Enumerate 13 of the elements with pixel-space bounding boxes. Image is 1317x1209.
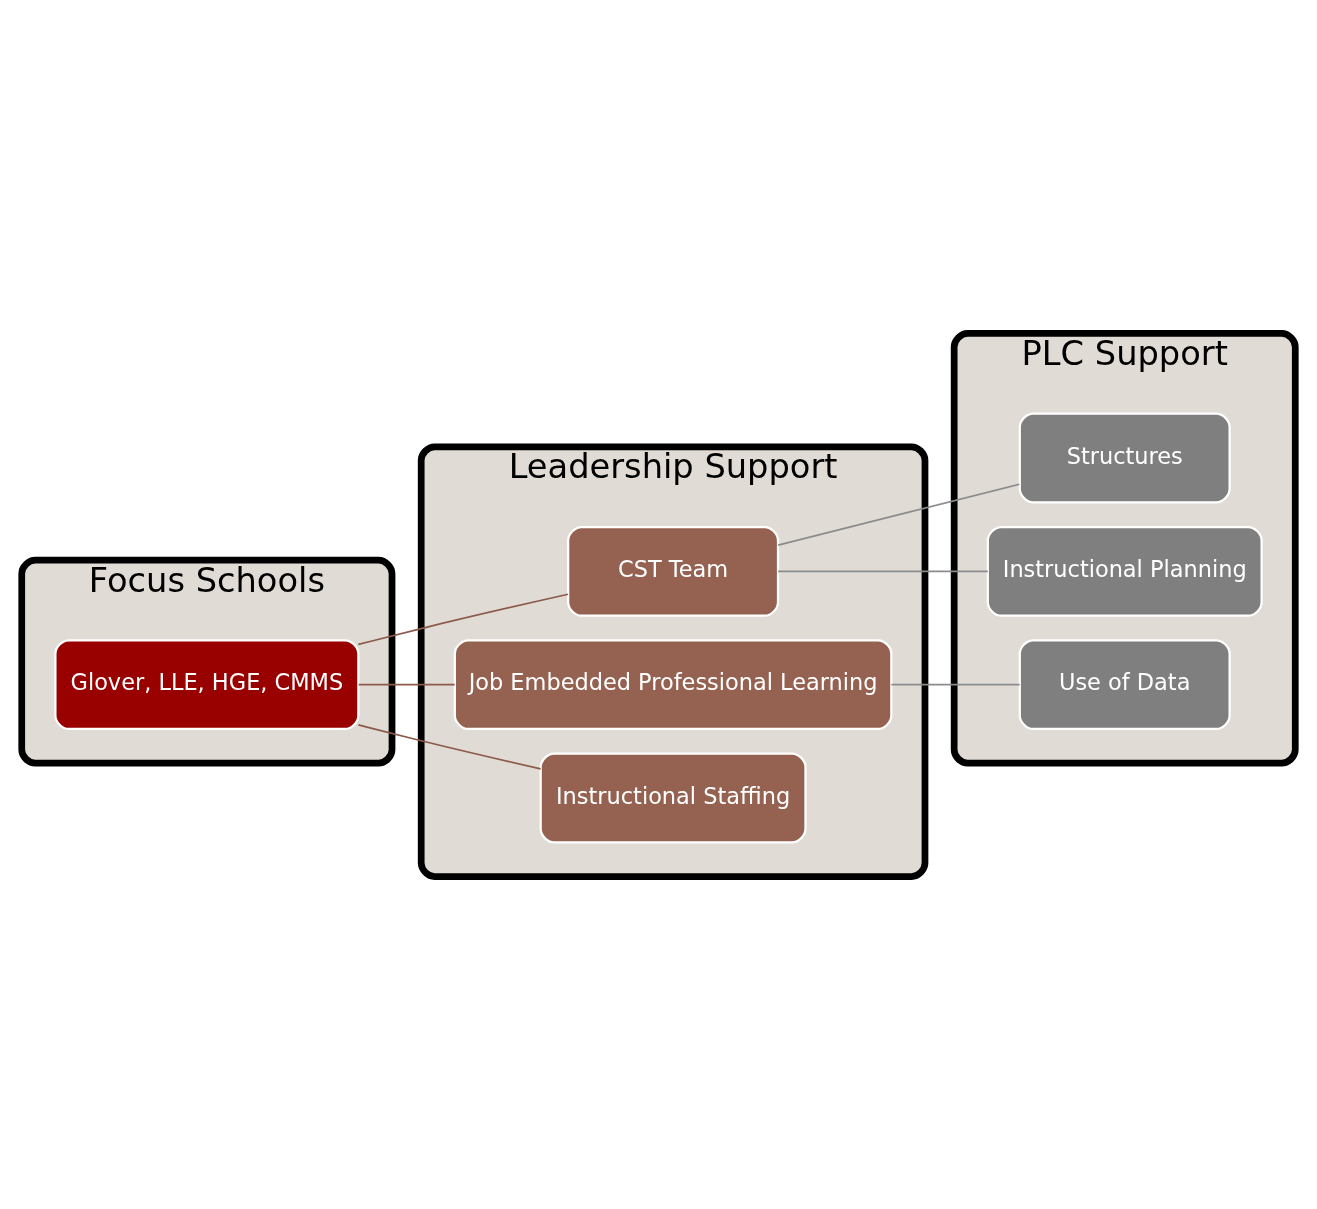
connector (890, 683, 1021, 685)
node-box: CST Team (567, 525, 780, 617)
connector (357, 683, 456, 685)
node-box: Instructional Planning (986, 525, 1263, 617)
node-box: Structures (1018, 412, 1231, 503)
connector (777, 570, 989, 572)
node-box: Instructional Staffing (539, 752, 807, 843)
connector (357, 723, 542, 770)
node-box: Use of Data (1018, 638, 1231, 730)
connector (357, 592, 569, 645)
node-box: Job Embedded Professional Learning (453, 638, 893, 730)
node-box: Glover, LLE, HGE, CMMS (54, 638, 360, 730)
connector (777, 482, 1021, 546)
